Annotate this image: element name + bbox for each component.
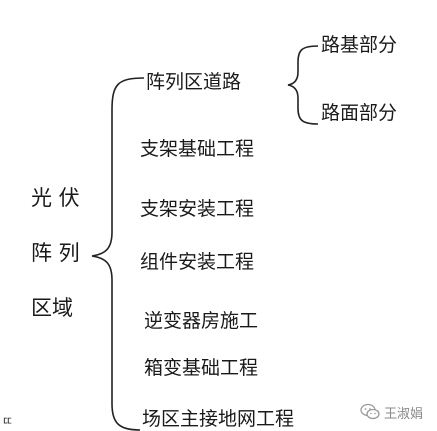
root-line-2: 阵 列 — [31, 241, 80, 265]
root-line-3: 区域 — [31, 296, 73, 320]
branch-box-transformer: 箱变基础工程 — [144, 357, 259, 379]
corner-mark: ㄸ — [2, 414, 14, 428]
watermark-text: 王淑娟 — [383, 406, 423, 422]
main-brace — [91, 77, 145, 431]
branch-support-foundation: 支架基础工程 — [140, 138, 255, 160]
watermark: 王淑娟 — [360, 401, 423, 423]
branch-road: 阵列区道路 — [146, 71, 242, 93]
sub-brace — [287, 45, 319, 125]
sub-branch-roadbed: 路基部分 — [321, 34, 398, 56]
branch-module-install: 组件安装工程 — [140, 251, 255, 273]
root-line-1: 光 伏 — [31, 186, 80, 210]
branch-grounding-grid: 场区主接地网工程 — [142, 408, 295, 430]
sub-branch-pavement: 路面部分 — [321, 102, 398, 124]
branch-support-install: 支架安装工程 — [140, 198, 255, 220]
wechat-icon — [360, 403, 380, 420]
branch-inverter-room: 逆变器房施工 — [144, 310, 259, 332]
